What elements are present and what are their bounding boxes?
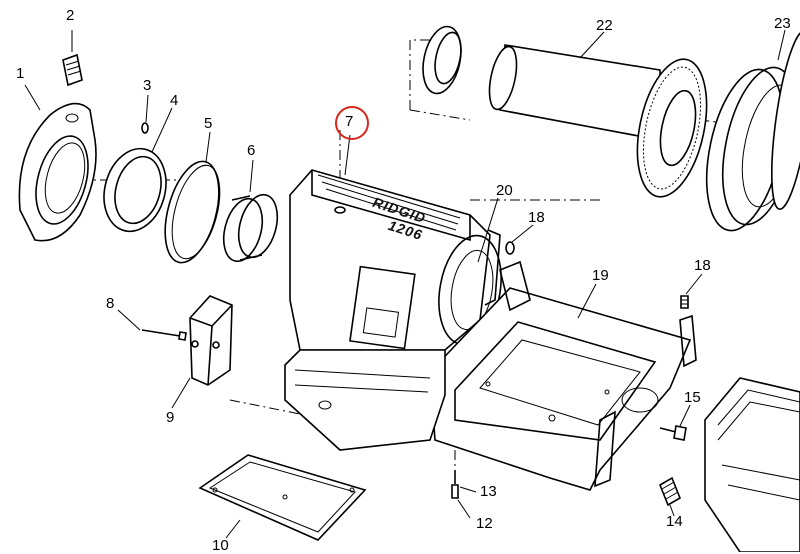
leader-13 bbox=[459, 486, 477, 493]
assembly-line bbox=[409, 109, 471, 121]
leader-3 bbox=[145, 94, 149, 123]
leader-18b bbox=[685, 273, 703, 295]
leader-15 bbox=[679, 404, 691, 427]
part-label-13: 13 bbox=[480, 483, 497, 500]
leader-1 bbox=[24, 84, 41, 111]
leader-22 bbox=[579, 31, 605, 59]
part-label-10: 10 bbox=[212, 537, 229, 554]
part-5-retaining-ring bbox=[164, 160, 221, 264]
part-18-pin-upper bbox=[505, 241, 515, 255]
part-label-6: 6 bbox=[247, 142, 256, 159]
leader-8 bbox=[117, 309, 141, 331]
leader-7 bbox=[344, 134, 351, 176]
part-label-23: 23 bbox=[774, 15, 791, 32]
leader-12 bbox=[457, 499, 471, 519]
part-label-22: 22 bbox=[596, 17, 613, 34]
part-9-bracket bbox=[189, 295, 233, 386]
part-label-3: 3 bbox=[143, 77, 152, 94]
part-3-pin bbox=[141, 122, 149, 134]
part-label-4: 4 bbox=[170, 92, 179, 109]
leader-5 bbox=[205, 131, 211, 163]
leader-9 bbox=[171, 377, 191, 409]
part-label-9: 9 bbox=[166, 409, 175, 426]
highlight-ring bbox=[335, 106, 369, 140]
part-14-spring bbox=[659, 476, 681, 507]
part-18-pin-right bbox=[680, 295, 689, 309]
leader-10 bbox=[225, 519, 241, 539]
part-label-14: 14 bbox=[666, 513, 683, 530]
leader-23 bbox=[777, 29, 786, 61]
part-label-2: 2 bbox=[66, 7, 75, 24]
part-4-ring bbox=[103, 147, 167, 233]
part-15-bolt bbox=[659, 425, 687, 441]
part-label-15: 15 bbox=[684, 389, 701, 406]
part-6-bushing bbox=[222, 193, 279, 263]
leader-6 bbox=[249, 159, 254, 193]
part-label-8: 8 bbox=[106, 295, 115, 312]
part-label-5: 5 bbox=[204, 115, 213, 132]
part-7-lower-body bbox=[284, 349, 446, 451]
partial-lower-right-assembly bbox=[704, 377, 800, 552]
leader-4 bbox=[151, 107, 173, 153]
part-20-cover bbox=[484, 229, 501, 306]
part-label-19: 19 bbox=[592, 267, 609, 284]
part-1-collar bbox=[18, 102, 97, 242]
part-8-screw bbox=[141, 329, 187, 341]
part-label-18-right: 18 bbox=[694, 257, 711, 274]
part-label-12: 12 bbox=[476, 515, 493, 532]
part-10-base-plate bbox=[198, 454, 367, 541]
part-2-set-screw bbox=[62, 53, 83, 87]
part-label-20: 20 bbox=[496, 182, 513, 199]
part-23-chuck-ring bbox=[705, 30, 800, 232]
part-label-18-upper: 18 bbox=[528, 209, 545, 226]
leader-19 bbox=[577, 283, 597, 319]
leader-18a bbox=[511, 224, 534, 243]
part-label-7: 7 bbox=[345, 113, 354, 130]
part-22-spindle bbox=[422, 25, 708, 198]
leader-14 bbox=[669, 504, 675, 517]
leader-20 bbox=[477, 197, 499, 263]
part-12-fastener bbox=[451, 484, 459, 499]
part-19-frame bbox=[429, 260, 697, 491]
part-label-1: 1 bbox=[16, 65, 25, 82]
